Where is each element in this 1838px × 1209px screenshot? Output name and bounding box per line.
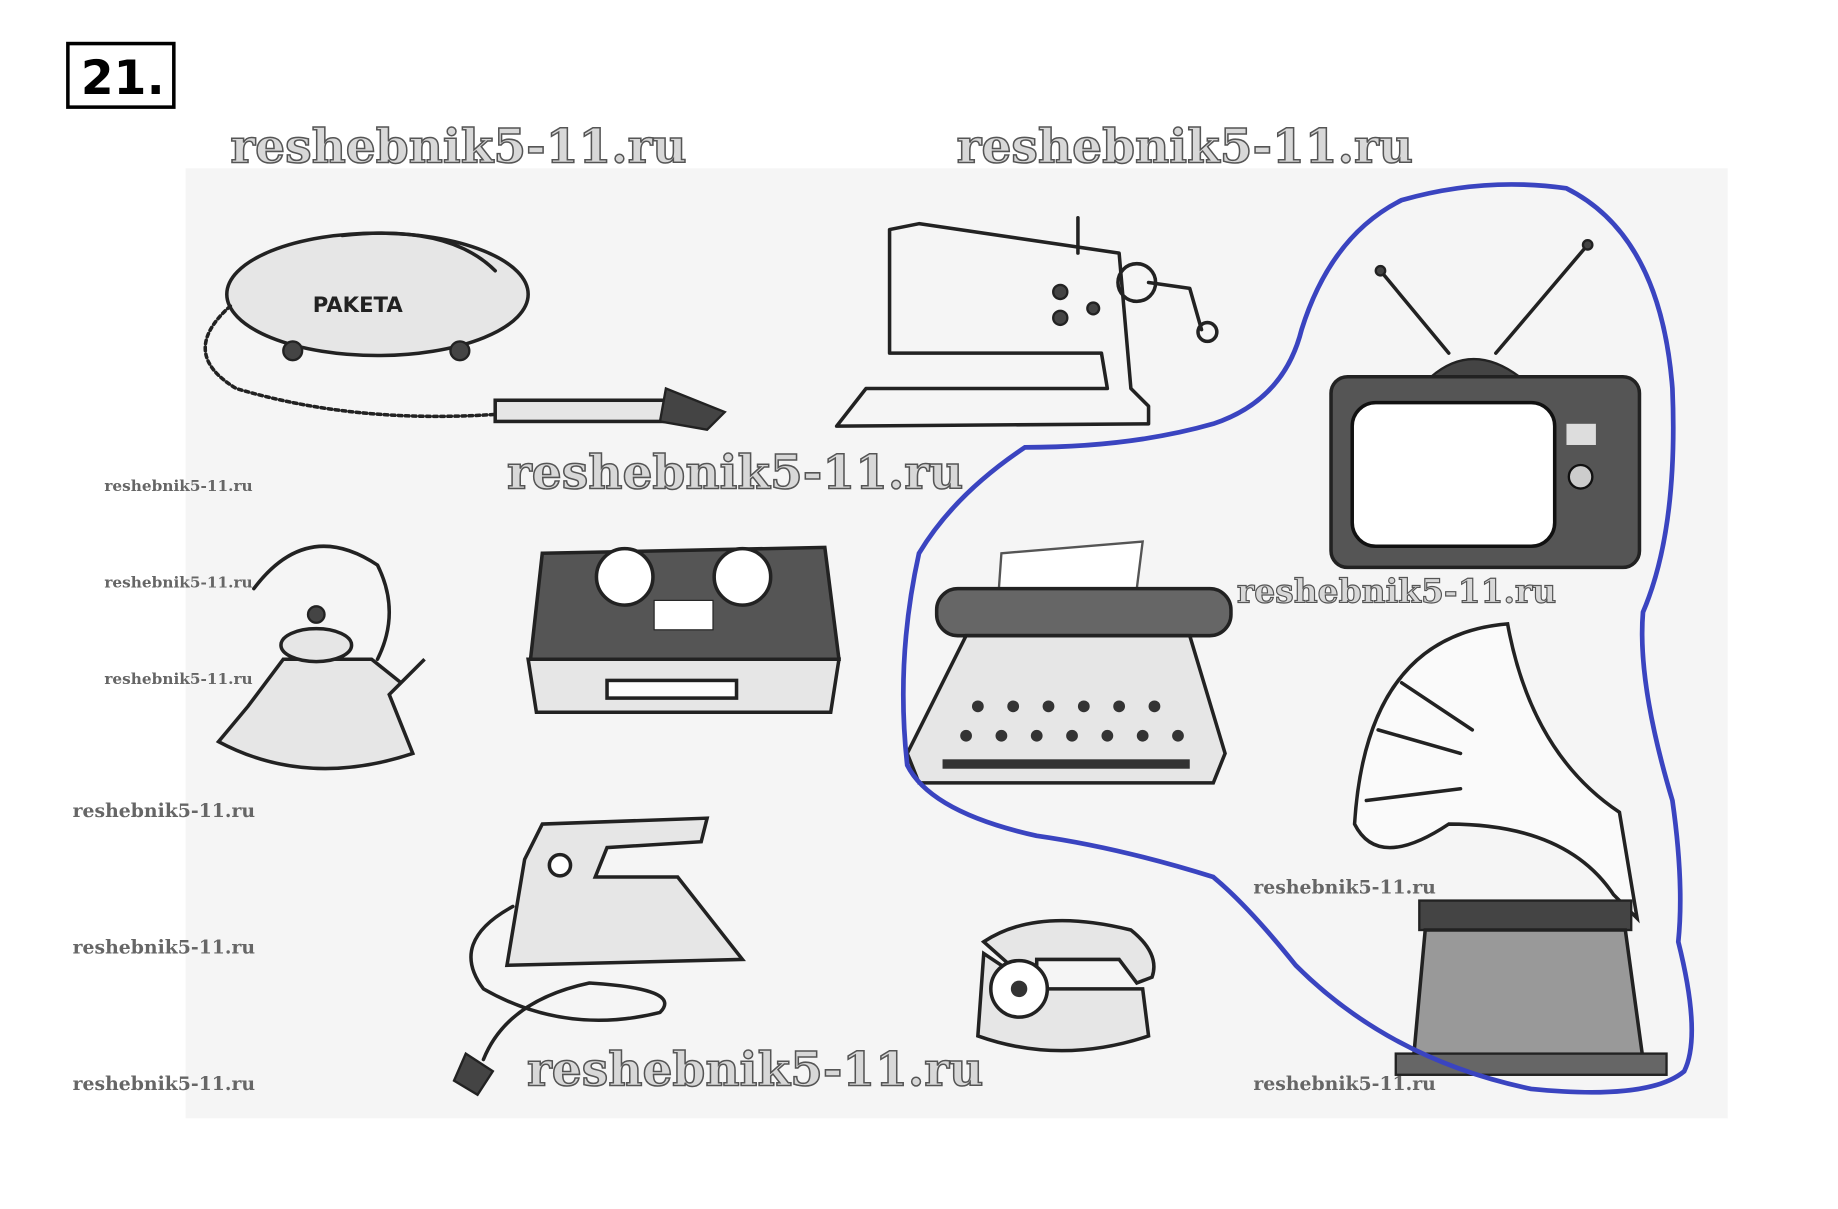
exercise-number-dot: . [147,51,165,106]
watermark: reshebnik5-11.ru [104,573,252,591]
watermark: reshebnik5-11.ru [73,937,256,959]
watermark: reshebnik5-11.ru [527,1042,983,1097]
telephone-picture[interactable] [976,918,1156,1053]
watermark: reshebnik5-11.ru [1253,1073,1436,1095]
watermark: reshebnik5-11.ru [230,119,686,174]
watermark: reshebnik5-11.ru [507,446,963,501]
watermark: reshebnik5-11.ru [104,477,252,495]
watermark: reshebnik5-11.ru [1253,877,1436,899]
typewriter-picture[interactable] [905,540,1233,785]
exercise-number-text: 21 [81,51,147,106]
exercise-number: 21 . [66,41,176,109]
kettle-picture[interactable] [215,544,426,771]
iron-picture[interactable] [452,816,746,1097]
vacuum-cleaner-picture[interactable]: PAKETA [203,231,727,431]
vacuum-label: PAKETA [313,292,404,317]
tape-recorder-picture[interactable] [526,545,842,714]
television-picture[interactable] [1329,238,1642,570]
watermark: reshebnik5-11.ru [73,800,256,822]
watermark: reshebnik5-11.ru [957,119,1413,174]
gramophone-picture[interactable] [1352,622,1668,1076]
watermark: reshebnik5-11.ru [1237,572,1556,611]
selection-outline [900,182,1695,1095]
sewing-machine-picture[interactable] [834,216,1219,428]
watermark: reshebnik5-11.ru [73,1073,256,1095]
watermark: reshebnik5-11.ru [104,670,252,688]
